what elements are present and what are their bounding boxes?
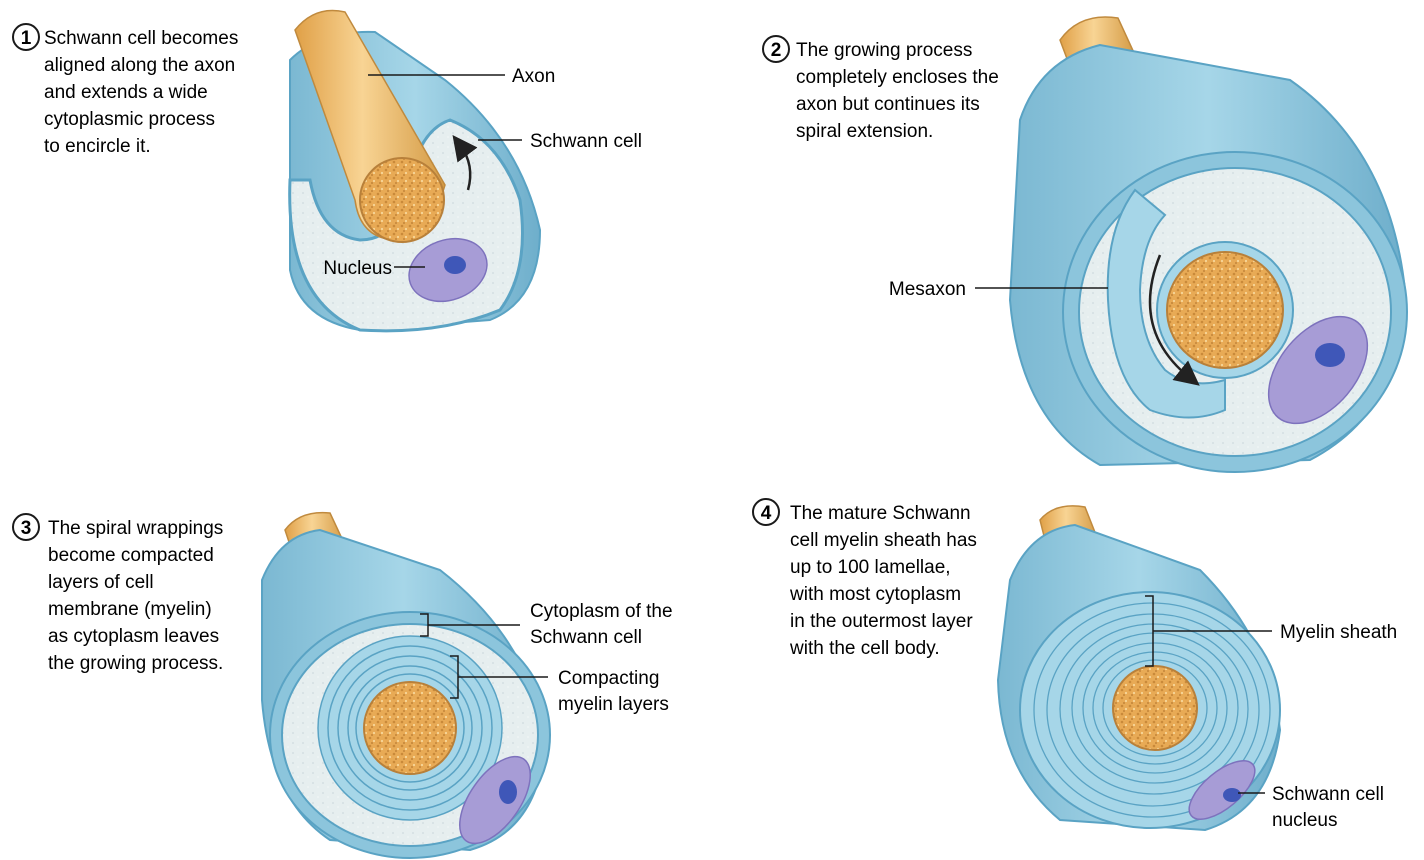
cytoplasm-label: Cytoplasm of the Schwann cell — [530, 601, 678, 648]
step-4-line-5: in the outermost layer — [790, 611, 973, 632]
step-3-number: 3 — [21, 518, 32, 539]
step-4-number: 4 — [761, 503, 772, 524]
axon-cross-section-2 — [1167, 252, 1283, 368]
step-2-illustration — [1010, 17, 1407, 472]
axon-cross-section-4 — [1113, 666, 1197, 750]
step-4-line-4: with most cytoplasm — [789, 584, 961, 605]
step-4-line-3: up to 100 lamellae, — [790, 557, 951, 578]
schwann-nucleus-label: Schwann cell nucleus — [1272, 784, 1389, 831]
schwann-cell-label: Schwann cell — [530, 131, 642, 152]
nucleolus — [444, 256, 466, 274]
nucleolus-4 — [1223, 788, 1241, 802]
myelin-sheath-label: Myelin sheath — [1280, 622, 1397, 643]
step-4-line-2: cell myelin sheath has — [790, 530, 977, 551]
step-2-line-2: completely encloses the — [796, 67, 999, 88]
step-3-description: The spiral wrappings become compacted la… — [48, 518, 229, 674]
step-2-line-1: The growing process — [796, 40, 972, 61]
schwann-nucleus-label-line-1: Schwann cell — [1272, 784, 1384, 805]
step-1-line-2: aligned along the axon — [44, 55, 235, 76]
nucleus-label: Nucleus — [323, 258, 392, 279]
step-3-line-6: the growing process. — [48, 653, 223, 674]
step-1-illustration — [290, 10, 540, 330]
step-2-line-4: spiral extension. — [796, 121, 933, 142]
axon-label: Axon — [512, 66, 555, 87]
schwann-nucleus-label-line-2: nucleus — [1272, 810, 1338, 831]
step-4-description: The mature Schwann cell myelin sheath ha… — [789, 503, 982, 659]
cytoplasm-label-line-2: Schwann cell — [530, 627, 642, 648]
step-3-line-2: become compacted — [48, 545, 214, 566]
step-1-number: 1 — [21, 28, 32, 49]
axon-cross-section — [360, 158, 444, 242]
step-2-text: 2 The growing process completely enclose… — [763, 36, 1004, 142]
cytoplasm-label-line-1: Cytoplasm of the — [530, 601, 673, 622]
step-4-line-1: The mature Schwann — [790, 503, 971, 524]
step-1-text: 1 Schwann cell becomes aligned along the… — [13, 24, 244, 157]
step-2-number: 2 — [771, 40, 782, 61]
step-1-line-3: and extends a wide — [44, 82, 208, 103]
compacting-label: Compacting myelin layers — [558, 668, 669, 715]
compacting-label-line-2: myelin layers — [558, 694, 669, 715]
step-4-illustration — [998, 506, 1280, 830]
nucleolus-3 — [499, 780, 517, 804]
step-2-line-3: axon but continues its — [796, 94, 980, 115]
axon-cross-section-3 — [364, 682, 456, 774]
step-1-description: Schwann cell becomes aligned along the a… — [44, 28, 244, 157]
step-2-description: The growing process completely encloses … — [796, 40, 1004, 142]
step-3-text: 3 The spiral wrappings become compacted … — [13, 514, 229, 674]
step-3-line-5: as cytoplasm leaves — [48, 626, 219, 647]
step-4-line-6: with the cell body. — [789, 638, 940, 659]
step-1-line-4: cytoplasmic process — [44, 109, 215, 130]
compacting-label-line-1: Compacting — [558, 668, 659, 689]
nucleolus-2 — [1315, 343, 1345, 367]
step-3-line-3: layers of cell — [48, 572, 154, 593]
step-4-text: 4 The mature Schwann cell myelin sheath … — [753, 499, 982, 659]
mesaxon-label: Mesaxon — [889, 279, 966, 300]
step-3-line-1: The spiral wrappings — [48, 518, 223, 539]
step-3-illustration — [262, 513, 550, 858]
step-3-line-4: membrane (myelin) — [48, 599, 212, 620]
step-1-line-5: to encircle it. — [44, 136, 151, 157]
step-1-line-1: Schwann cell becomes — [44, 28, 238, 49]
